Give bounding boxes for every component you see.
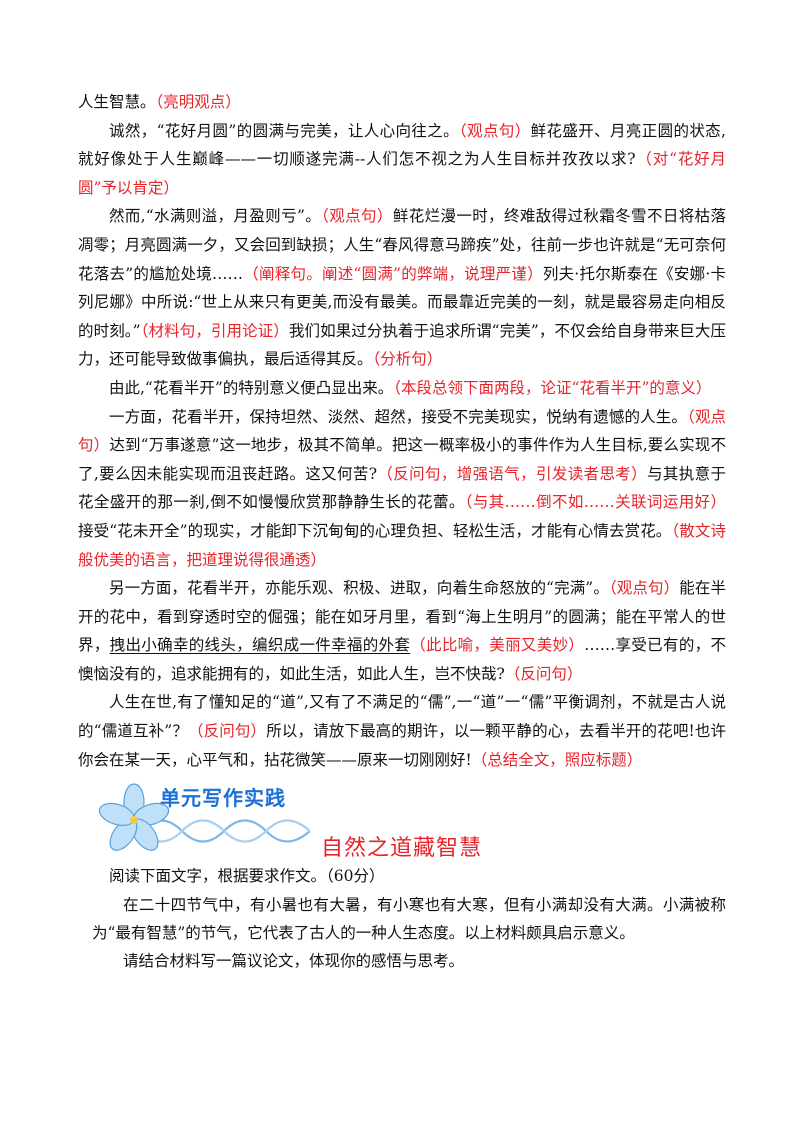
annotation: （阐释句。阐述“圆满”的弊端，说理严谨） <box>243 264 543 283</box>
annotation: （分析句） <box>372 350 443 369</box>
annotation: （观点句） <box>458 121 531 140</box>
annotation: （材料句，引用论证） <box>140 321 289 340</box>
annotation: （本段总领下面两段，论证“花看半开”的意义） <box>393 378 712 397</box>
wave-decoration <box>140 819 310 843</box>
annotation: （观点句） <box>78 407 726 455</box>
essay-paragraph-4: 一方面，花看半开，保持坦然、淡然、超然，接受不完美现实，悦纳有遗憾的人生。（观点… <box>78 407 726 569</box>
essay-paragraph-2: 然而,“水满则溢，月盈则亏”。（观点句）鲜花烂漫一时，终难敌得过秋霜冬雪不日将枯… <box>78 207 726 369</box>
annotation: （反问句，增强语气，引发读者思考） <box>377 464 648 483</box>
underlined-metaphor: 拽出小确幸的线头，编织成一件幸福的外套 <box>109 636 411 655</box>
essay-paragraph-1: 诚然，“花好月圆”的圆满与完美，让人心向往之。（观点句）鲜花盛开、月亮正圆的状态… <box>78 121 726 197</box>
annotation: （对“花好月圆”予以肯定） <box>78 150 726 197</box>
flower-icon <box>98 783 170 852</box>
document-page: 人生智慧。（亮明观点） 诚然，“花好月圆”的圆满与完美，让人心向往之。（观点句）… <box>78 88 726 976</box>
writing-task: 阅读下面文字，根据要求作文。（60分） 在二十四节气中，有小暑也有大暑，有小寒也… <box>78 862 726 976</box>
task-requirement: 请结合材料写一篇议论文，体现你的感悟与思考。 <box>122 952 464 971</box>
essay-paragraph-5: 另一方面，花看半开，亦能乐观、积极、进取，向着生命怒放的“完满”。（观点句）能在… <box>78 579 726 683</box>
annotation: （与其……倒不如……关联词运用好） <box>464 493 726 512</box>
topic-title: 自然之道藏智慧 <box>321 836 483 862</box>
annotation: （亮明观点） <box>155 93 241 111</box>
essay-paragraph-0: 人生智慧。（亮明观点） <box>78 93 241 111</box>
annotation: （反问句） <box>504 664 583 683</box>
annotation: （此比喻，美丽又美妙） <box>410 636 585 655</box>
essay-paragraph-6: 人生在世,有了懂知足的“道”,又有了不满足的“儒”,一“道”一“儒”平衡调剂，不… <box>78 693 726 769</box>
task-material: 在二十四节气中，有小暑也有大暑，有小寒也有大寒，但有小满却没有大满。小满被称为“… <box>91 895 726 943</box>
annotation: （反问句） <box>187 722 267 741</box>
annotation: （散文诗般优美的语言，把道理说得很通透） <box>78 521 726 569</box>
annotation: （观点句） <box>321 207 393 226</box>
task-instruction: 阅读下面文字，根据要求作文。（60分） <box>109 867 385 886</box>
unit-title: 单元写作实践 <box>160 786 286 811</box>
section-banner: 单元写作实践 自然之道藏智慧 <box>78 778 726 862</box>
essay-paragraph-3: 由此,“花看半开”的特别意义便凸显出来。（本段总领下面两段，论证“花看半开”的意… <box>109 378 712 397</box>
annotation: （总结全文，照应标题） <box>471 750 643 769</box>
annotation: （观点句） <box>608 579 680 598</box>
